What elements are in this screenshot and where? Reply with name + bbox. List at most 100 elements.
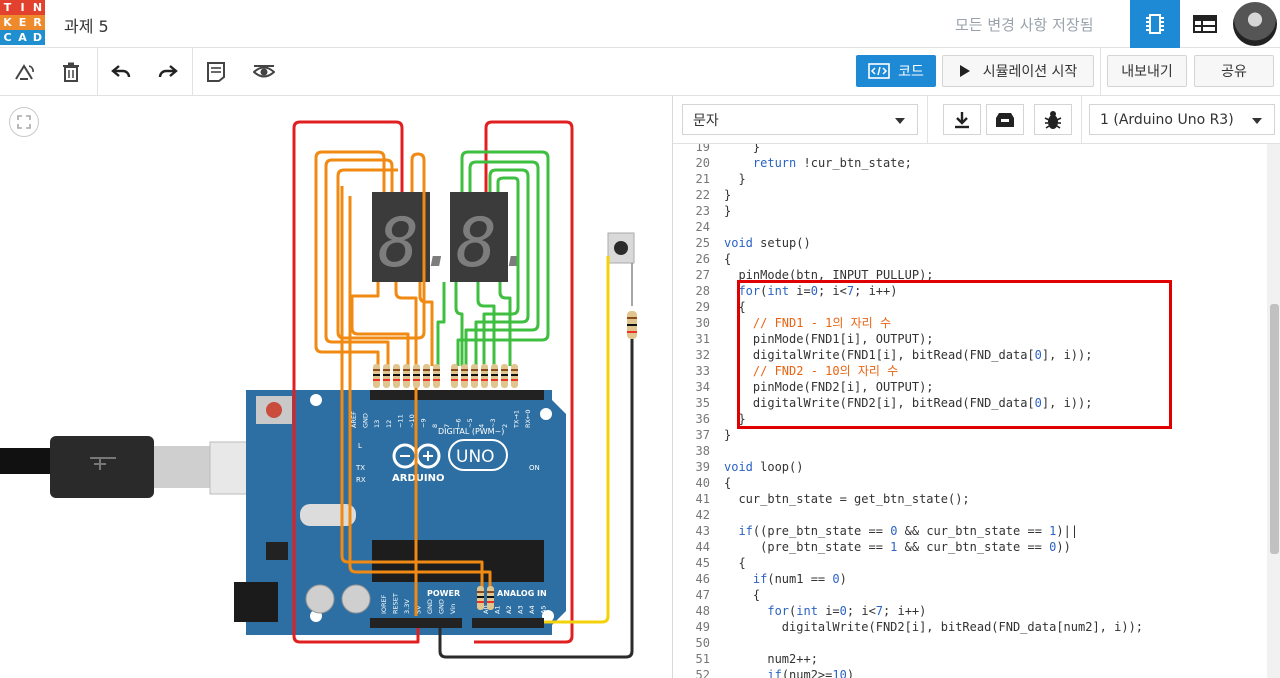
code-line[interactable]: 32 digitalWrite(FND1[i], bitRead(FND_dat… <box>673 347 1267 363</box>
code-editor[interactable]: 19 }20 return !cur_btn_state;21 }22}23}2… <box>673 144 1267 678</box>
code-line[interactable]: 27 pinMode(btn, INPUT_PULLUP); <box>673 267 1267 283</box>
resistor-band <box>511 369 518 371</box>
arduino-uno-board[interactable] <box>234 390 566 635</box>
code-line[interactable]: 41 cur_btn_state = get_btn_state(); <box>673 491 1267 507</box>
code-line[interactable]: 22} <box>673 187 1267 203</box>
line-number: 44 <box>695 540 710 554</box>
circuit-view-button[interactable] <box>1130 0 1180 48</box>
code-line[interactable]: 19 } <box>673 144 1267 155</box>
project-title[interactable]: 과제 5 <box>64 17 109 36</box>
notes-icon <box>207 62 225 82</box>
tx-led-label: TX <box>355 464 365 472</box>
line-number: 43 <box>695 524 710 538</box>
line-number: 42 <box>695 508 710 522</box>
visibility-button[interactable] <box>248 56 280 88</box>
table-icon <box>1193 15 1217 33</box>
code-line[interactable]: 36 } <box>673 411 1267 427</box>
code-line[interactable]: 30 // FND1 - 1의 자리 수 <box>673 315 1267 331</box>
debugger-button[interactable] <box>1034 104 1072 135</box>
code-line[interactable]: 20 return !cur_btn_state; <box>673 155 1267 171</box>
code-line[interactable]: 44 (pre_btn_state == 1 && cur_btn_state … <box>673 539 1267 555</box>
code-line[interactable]: 24 <box>673 219 1267 235</box>
notes-button[interactable] <box>200 56 232 88</box>
code-button[interactable]: 코드 <box>856 55 936 87</box>
code-line[interactable]: 29 { <box>673 299 1267 315</box>
seven-segment-display-1[interactable] <box>372 192 430 282</box>
rotate-button[interactable] <box>8 56 40 88</box>
editor-scrollbar[interactable] <box>1267 144 1280 678</box>
l-led-label: L <box>358 442 362 450</box>
editor-toolbar: 코드 시뮬레이션 시작 내보내기 공유 <box>0 48 1280 96</box>
code-line[interactable]: 23} <box>673 203 1267 219</box>
scrollbar-thumb[interactable] <box>1270 304 1279 554</box>
resistor-band <box>403 379 410 381</box>
code-line[interactable]: 34 pinMode(FND2[i], OUTPUT); <box>673 379 1267 395</box>
code-line[interactable]: 40{ <box>673 475 1267 491</box>
code-line[interactable]: 28 for(int i=0; i<7; i++) <box>673 283 1267 299</box>
redo-button[interactable] <box>152 56 184 88</box>
code-line[interactable]: 35 digitalWrite(FND2[i], bitRead(FND_dat… <box>673 395 1267 411</box>
user-avatar[interactable] <box>1233 2 1277 46</box>
logo-letter: N <box>30 0 45 15</box>
logo-letter: A <box>15 30 30 45</box>
logo-letter: I <box>15 0 30 15</box>
resistor-band <box>491 379 498 381</box>
code-line[interactable]: 52 if(num2>=10) <box>673 667 1267 678</box>
share-button[interactable]: 공유 <box>1194 55 1274 87</box>
undo-button[interactable] <box>105 56 137 88</box>
code-line[interactable]: 31 pinMode(FND1[i], OUTPUT); <box>673 331 1267 347</box>
code-line[interactable]: 47 { <box>673 587 1267 603</box>
line-number: 33 <box>695 364 710 378</box>
resistor-band <box>423 379 430 381</box>
line-number: 34 <box>695 380 710 394</box>
code-line[interactable]: 33 // FND2 - 10의 자리 수 <box>673 363 1267 379</box>
resistor-band <box>501 379 508 381</box>
pin-label: Vin <box>449 604 457 614</box>
code-line[interactable]: 50 <box>673 635 1267 651</box>
resistor-band <box>383 379 390 381</box>
code-line[interactable]: 21 } <box>673 171 1267 187</box>
code-line[interactable]: 45 { <box>673 555 1267 571</box>
line-number: 20 <box>695 156 710 170</box>
line-number: 24 <box>695 220 710 234</box>
code-line[interactable]: 48 for(int i=0; i<7; i++) <box>673 603 1267 619</box>
device-select[interactable]: 1 (Arduino Uno R3) <box>1089 104 1275 135</box>
code-line[interactable]: 43 if((pre_btn_state == 0 && cur_btn_sta… <box>673 523 1267 539</box>
code-line[interactable]: 49 digitalWrite(FND2[i], bitRead(FND_dat… <box>673 619 1267 635</box>
code-line[interactable]: 38 <box>673 443 1267 459</box>
code-mode-select[interactable]: 문자 <box>682 104 918 135</box>
delete-button[interactable] <box>55 56 87 88</box>
line-number: 25 <box>695 236 710 250</box>
code-text: if(num2>=10) <box>767 668 855 678</box>
export-button[interactable]: 내보내기 <box>1107 55 1187 87</box>
circuit-canvas[interactable]: ARDUINO UNO DIGITAL (PWM~) POWER ANALOG … <box>0 96 672 678</box>
download-code-button[interactable] <box>943 104 981 135</box>
button-resistor[interactable] <box>627 263 637 339</box>
resistor-band <box>491 374 498 376</box>
resistor-band <box>413 379 420 381</box>
library-button[interactable] <box>986 104 1024 135</box>
code-text: digitalWrite(FND1[i], bitRead(FND_data[0… <box>724 348 1093 362</box>
pin-label: IOREF <box>380 594 388 614</box>
pushbutton[interactable] <box>607 232 635 264</box>
code-line[interactable]: 26{ <box>673 251 1267 267</box>
fit-view-button[interactable] <box>9 107 39 137</box>
resistor-band <box>511 379 518 381</box>
start-simulation-button[interactable]: 시뮬레이션 시작 <box>942 55 1094 87</box>
resistor-band <box>433 379 440 381</box>
pin-label: 3.3V <box>403 599 411 614</box>
seven-segment-display-2[interactable] <box>450 192 508 282</box>
component-list-button[interactable] <box>1180 0 1230 48</box>
code-line[interactable]: 46 if(num1 == 0) <box>673 571 1267 587</box>
code-line[interactable]: 42 <box>673 507 1267 523</box>
code-text: } <box>724 428 732 442</box>
code-line[interactable]: 37} <box>673 427 1267 443</box>
resistor-band <box>393 374 400 376</box>
code-line[interactable]: 51 num2++; <box>673 651 1267 667</box>
line-number: 41 <box>695 492 710 506</box>
code-text: { <box>724 556 746 570</box>
